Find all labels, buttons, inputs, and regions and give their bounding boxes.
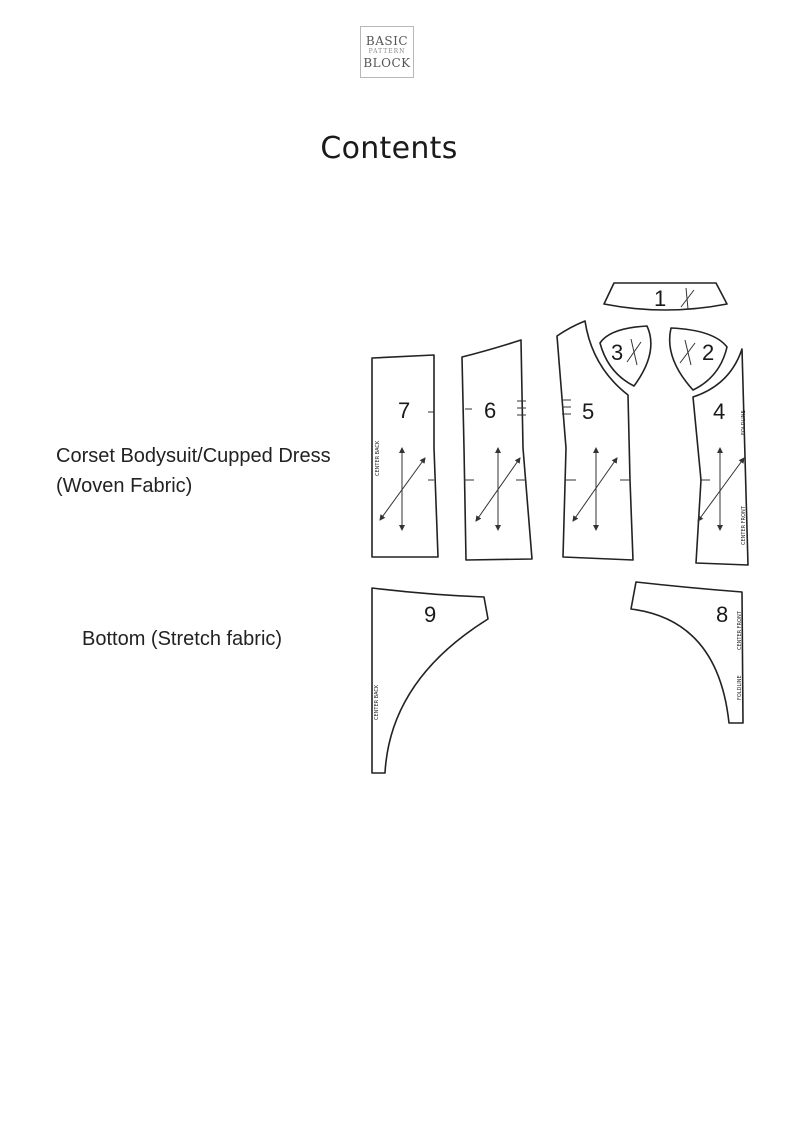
pattern-piece-2: 2 — [668, 327, 728, 391]
piece-number: 7 — [398, 398, 410, 423]
pattern-piece-9: 9 CENTER BACK — [371, 587, 489, 774]
pattern-piece-7: 7 CENTER BACK — [371, 354, 439, 558]
piece-label: CENTER FRONT — [741, 505, 747, 545]
section-label-corset: Corset Bodysuit/Cupped Dress (Woven Fabr… — [56, 441, 331, 501]
section-label-line: Bottom (Stretch fabric) — [82, 628, 283, 650]
piece-number: 2 — [702, 340, 714, 365]
piece-number: 8 — [716, 602, 728, 627]
pattern-piece-3: 3 — [599, 325, 652, 387]
pattern-piece-8: 8 CENTER FRONT FOLDLINE — [630, 581, 744, 724]
piece-number: 4 — [713, 399, 725, 424]
piece-label: CENTER BACK — [374, 684, 380, 720]
piece-number: 6 — [484, 398, 496, 423]
page-title: Contents — [320, 131, 458, 166]
piece-label: CENTER BACK — [375, 440, 381, 476]
piece-number: 1 — [654, 286, 666, 311]
pattern-piece-4: 4 FOLDLINE CENTER FRONT — [692, 348, 749, 566]
brand-logo: BASIC PATTERN BLOCK — [360, 26, 414, 78]
piece-number: 3 — [611, 340, 623, 365]
piece-label: FOLDLINE — [741, 410, 747, 435]
logo-line-2: PATTERN — [368, 48, 406, 55]
pattern-piece-1: 1 — [603, 282, 728, 311]
section-label-line: Corset Bodysuit/Cupped Dress — [56, 445, 331, 467]
logo-line-3: BLOCK — [363, 56, 411, 70]
piece-label: CENTER FRONT — [737, 610, 743, 650]
piece-label: FOLDLINE — [737, 675, 743, 700]
pattern-piece-5: 5 — [556, 320, 634, 561]
logo-line-1: BASIC — [365, 34, 409, 48]
section-label-line: (Woven Fabric) — [56, 475, 193, 497]
pattern-piece-6: 6 — [461, 339, 533, 561]
section-label-bottom: Bottom (Stretch fabric) — [82, 624, 282, 654]
piece-number: 9 — [424, 602, 436, 627]
piece-number: 5 — [582, 399, 594, 424]
